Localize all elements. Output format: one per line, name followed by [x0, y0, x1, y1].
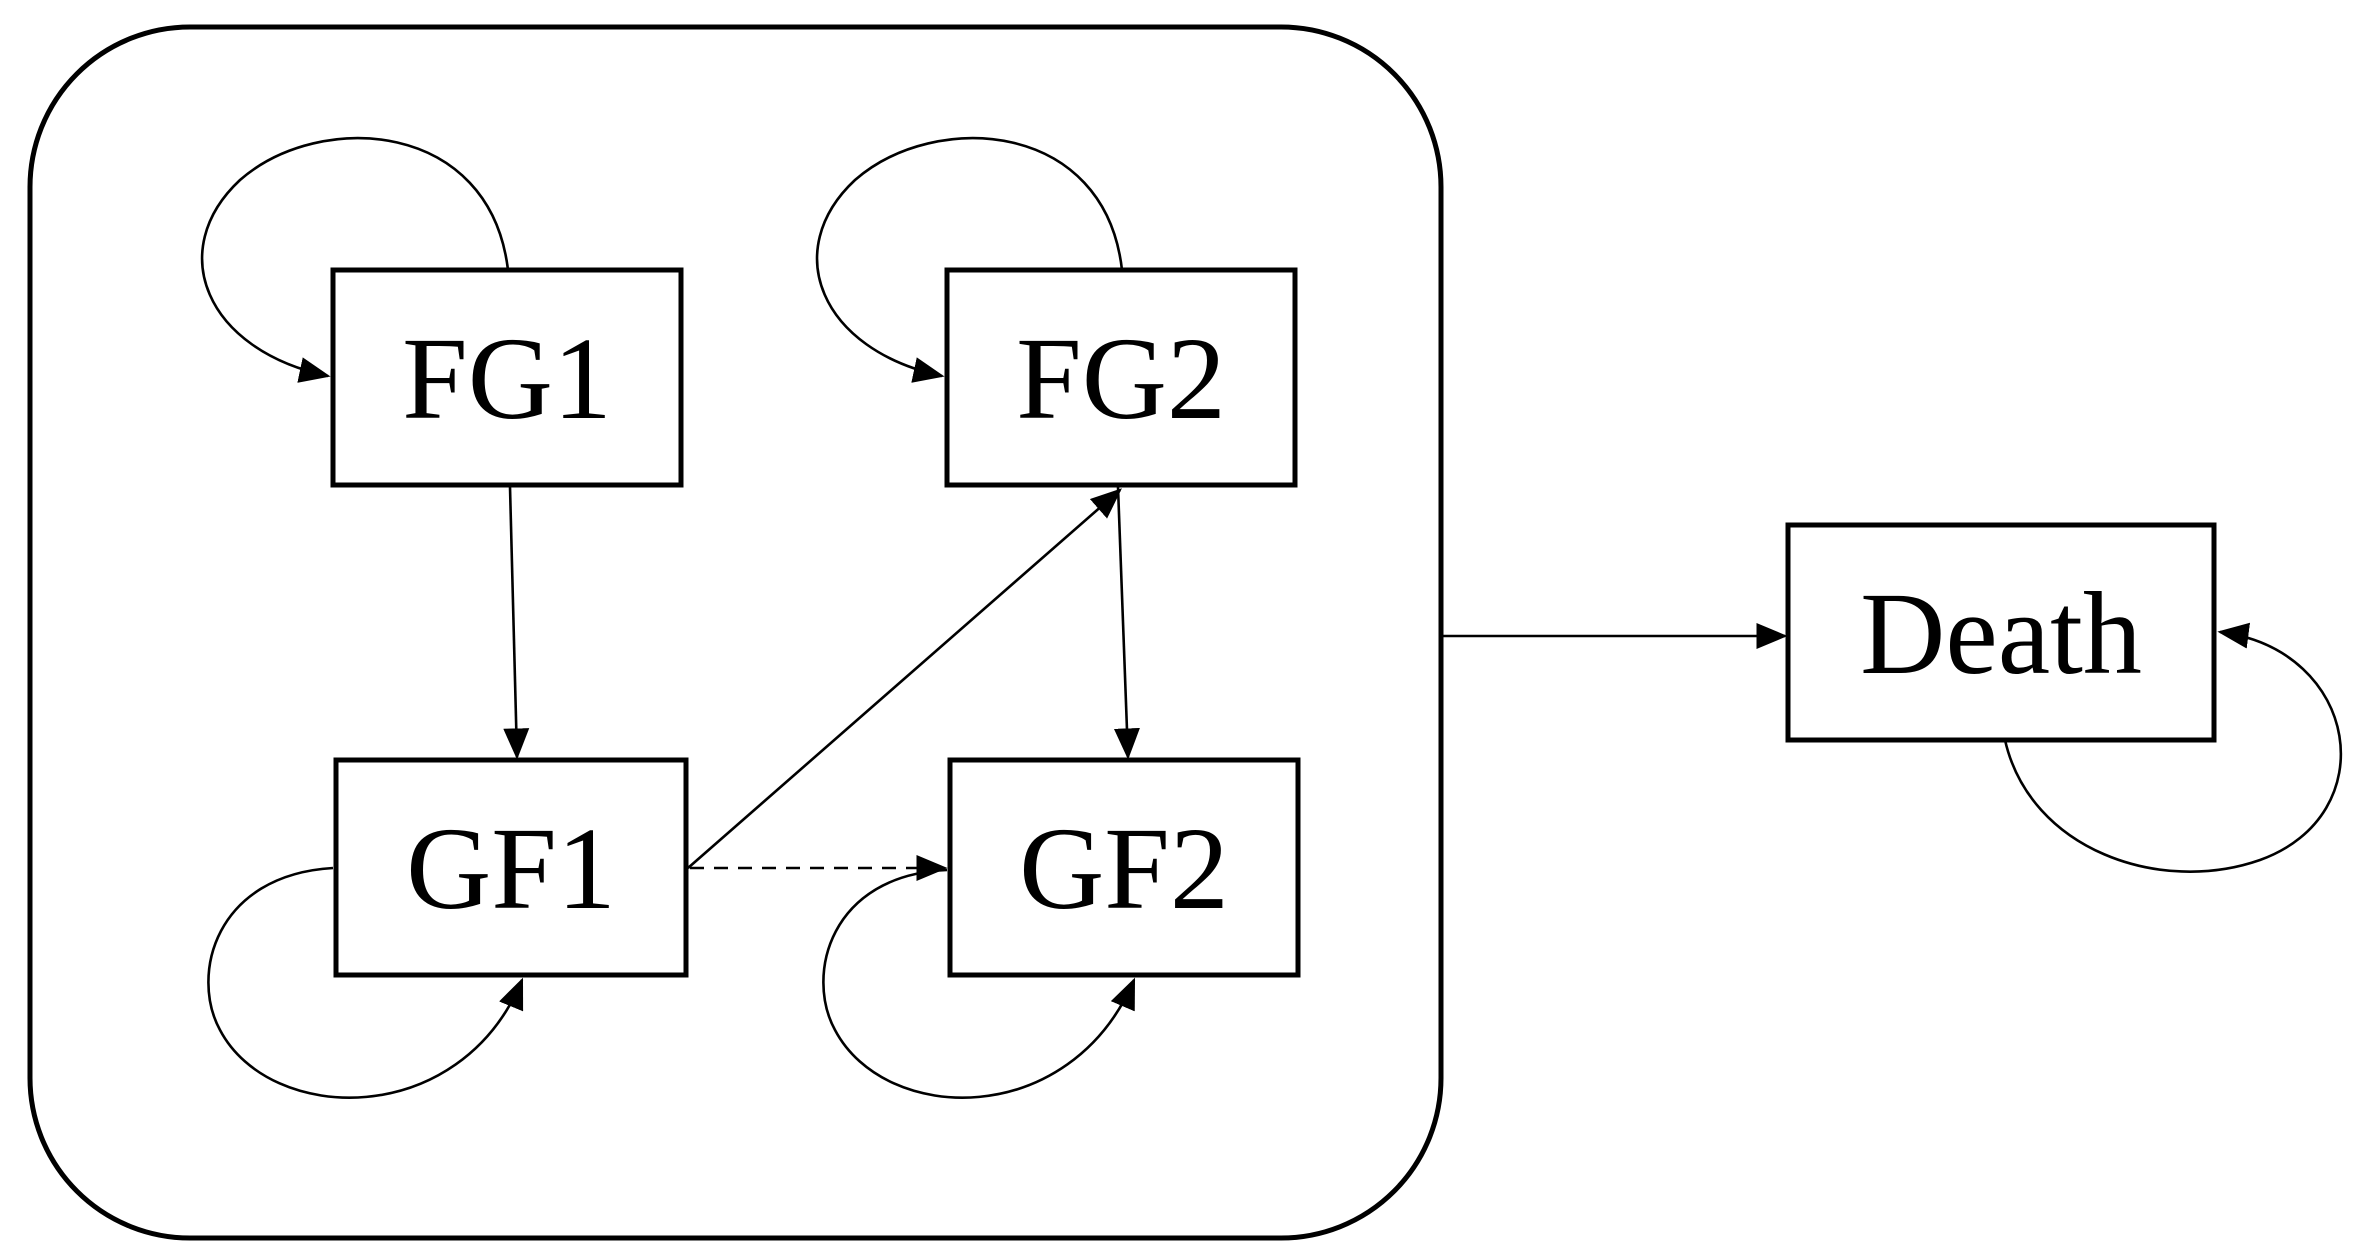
node-death: Death [1785, 522, 2217, 743]
edge-fg2-to-gf2 [1113, 486, 1140, 760]
node-gf1: GF1 [333, 757, 689, 978]
node-death-label: Death [1860, 568, 2142, 699]
edge-death-self-loop [2003, 622, 2343, 873]
edge-gf1-to-fg2 [687, 488, 1122, 869]
node-fg1: FG1 [330, 267, 684, 488]
node-fg2: FG2 [944, 267, 1298, 488]
edge-fg1-self-loop [201, 136, 510, 383]
edge-fg2-self-loop [815, 136, 1124, 383]
node-fg2-label: FG2 [1016, 313, 1226, 444]
node-gf1-label: GF1 [406, 803, 616, 934]
node-fg1-label: FG1 [402, 313, 612, 444]
edge-gf2-self-loop [822, 868, 1136, 1099]
node-gf2: GF2 [947, 757, 1301, 978]
edge-gf1-self-loop [207, 866, 524, 1099]
living-states-group [27, 24, 1444, 1241]
node-gf2-label: GF2 [1019, 803, 1229, 934]
edge-fg1-to-gf1 [503, 486, 530, 760]
